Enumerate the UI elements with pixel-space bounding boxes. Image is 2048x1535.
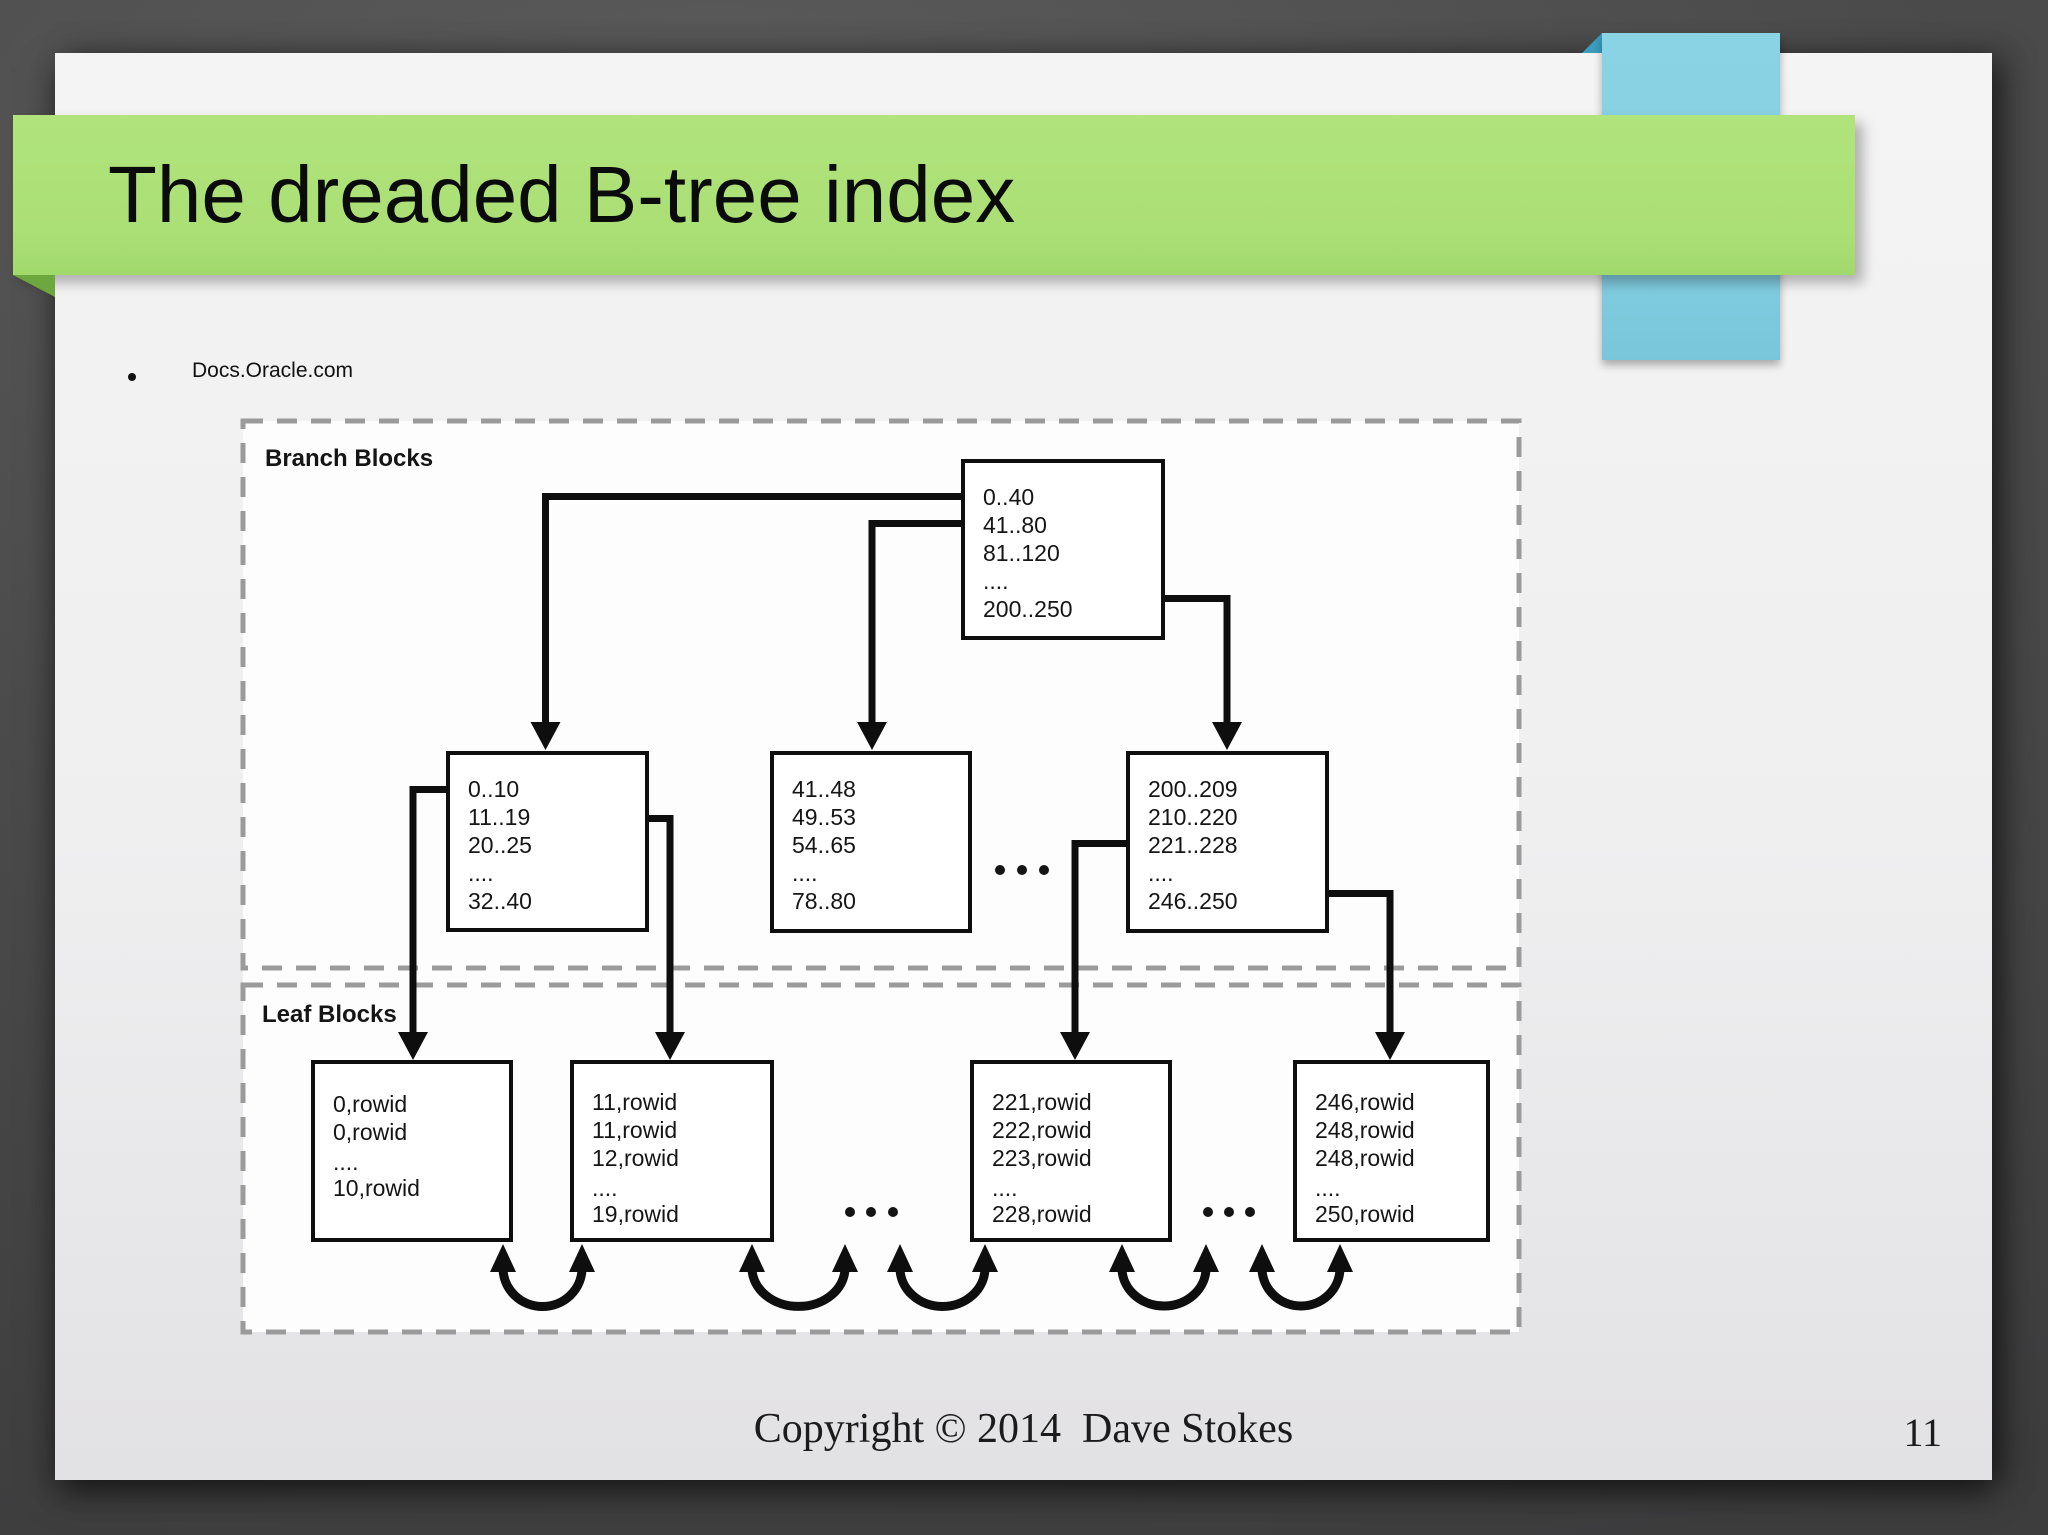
arrow-down-icon bbox=[1060, 1032, 1090, 1060]
node-root: 0..40 41..80 81..120 .... 200..250 bbox=[961, 459, 1165, 640]
node-branch3-line: .... bbox=[1148, 860, 1174, 886]
node-branch3-line: 210..220 bbox=[1148, 804, 1238, 830]
leaf-blocks-region bbox=[240, 982, 1522, 1335]
node-leaf2: 11,rowid 11,rowid 12,rowid .... 19,rowid bbox=[570, 1060, 774, 1242]
node-branch1-line: 0..10 bbox=[468, 776, 519, 802]
arrow-down-icon bbox=[398, 1032, 428, 1060]
node-leaf2-line: .... bbox=[592, 1175, 618, 1201]
connector-branch1-leaf1 bbox=[409, 786, 448, 1036]
node-branch3-line: 246..250 bbox=[1148, 888, 1238, 914]
page-number: 11 bbox=[1903, 1410, 1942, 1455]
leaf-link-arc-icon bbox=[1109, 1244, 1219, 1311]
slide: The dreaded B-tree index Docs.Oracle.com… bbox=[13, 33, 1992, 1480]
leaf-ellipsis-icon bbox=[1203, 1207, 1255, 1217]
node-root-line: 200..250 bbox=[983, 596, 1073, 622]
connector-root-branch1 bbox=[542, 493, 963, 727]
node-leaf4-line: .... bbox=[1315, 1175, 1341, 1201]
btree-diagram: Branch Blocks Leaf Blocks 0..40 41..80 bbox=[240, 418, 1522, 1335]
node-leaf1-line: 0,rowid bbox=[333, 1091, 407, 1117]
node-leaf4-line: 250,rowid bbox=[1315, 1201, 1415, 1227]
banner-fold-icon bbox=[13, 275, 55, 297]
node-branch2-line: .... bbox=[792, 860, 818, 886]
node-leaf3-line: 222,rowid bbox=[992, 1117, 1092, 1143]
leaf-link-arc-icon bbox=[1249, 1244, 1353, 1311]
node-root-line: 41..80 bbox=[983, 512, 1047, 538]
leaf-ellipsis-icon bbox=[845, 1207, 898, 1217]
branch-blocks-label: Branch Blocks bbox=[265, 445, 433, 472]
node-branch3-line: 221..228 bbox=[1148, 832, 1238, 858]
branch-ellipsis-icon bbox=[995, 865, 1049, 875]
node-leaf3-line: 221,rowid bbox=[992, 1089, 1092, 1115]
leaf-link-arc-icon bbox=[887, 1244, 998, 1311]
node-branch1-line: 32..40 bbox=[468, 888, 532, 914]
node-leaf2-line: 12,rowid bbox=[592, 1145, 679, 1171]
node-branch3-line: 200..209 bbox=[1148, 776, 1238, 802]
bullet-icon bbox=[128, 373, 136, 381]
node-leaf3-line: 228,rowid bbox=[992, 1201, 1092, 1227]
slide-title: The dreaded B-tree index bbox=[108, 150, 1016, 239]
node-leaf4-line: 248,rowid bbox=[1315, 1145, 1415, 1171]
node-root-line: 81..120 bbox=[983, 540, 1060, 566]
leaf-link-arc-icon bbox=[490, 1244, 595, 1311]
node-leaf1-line: .... bbox=[333, 1149, 359, 1175]
arrow-down-icon bbox=[530, 722, 561, 750]
arrow-down-icon bbox=[1212, 722, 1242, 750]
bullet-source-text: Docs.Oracle.com bbox=[192, 359, 354, 382]
node-leaf4-line: 246,rowid bbox=[1315, 1089, 1415, 1115]
connector-branch3-leaf3 bbox=[1071, 840, 1128, 1036]
leaf-link-arc-icon bbox=[739, 1244, 858, 1311]
node-branch2-line: 49..53 bbox=[792, 804, 856, 830]
node-leaf2-line: 19,rowid bbox=[592, 1201, 679, 1227]
footer-copyright: Copyright © 2014 Dave Stokes bbox=[753, 1406, 1294, 1452]
connector-root-branch3 bbox=[1163, 595, 1231, 727]
node-branch1-line: .... bbox=[468, 860, 494, 886]
node-leaf1-line: 0,rowid bbox=[333, 1119, 407, 1145]
title-banner: The dreaded B-tree index bbox=[13, 115, 1855, 275]
node-branch1: 0..10 11..19 20..25 .... 32..40 bbox=[446, 751, 649, 932]
connector-root-branch2 bbox=[868, 520, 963, 727]
node-leaf4: 246,rowid 248,rowid 248,rowid .... 250,r… bbox=[1293, 1060, 1490, 1242]
node-root-line: 0..40 bbox=[983, 484, 1034, 510]
node-leaf2-line: 11,rowid bbox=[592, 1089, 677, 1115]
node-leaf1-line: 10,rowid bbox=[333, 1175, 420, 1201]
node-leaf3: 221,rowid 222,rowid 223,rowid .... 228,r… bbox=[970, 1060, 1172, 1242]
node-branch1-line: 20..25 bbox=[468, 832, 532, 858]
connector-branch3-leaf4 bbox=[1327, 890, 1394, 1036]
node-leaf3-line: .... bbox=[992, 1175, 1018, 1201]
arrow-down-icon bbox=[1375, 1032, 1405, 1060]
node-leaf4-line: 248,rowid bbox=[1315, 1117, 1415, 1143]
node-branch2-line: 78..80 bbox=[792, 888, 856, 914]
arrow-down-icon bbox=[857, 722, 887, 750]
node-branch2: 41..48 49..53 54..65 .... 78..80 bbox=[770, 751, 972, 933]
node-leaf2-line: 11,rowid bbox=[592, 1117, 677, 1143]
node-branch1-line: 11..19 bbox=[468, 804, 530, 830]
branch-blocks-region bbox=[240, 418, 1522, 971]
ribbon-fold-icon bbox=[1582, 33, 1602, 53]
leaf-blocks-label: Leaf Blocks bbox=[262, 1001, 397, 1028]
node-branch3: 200..209 210..220 221..228 .... 246..250 bbox=[1126, 751, 1329, 933]
node-leaf1: 0,rowid 0,rowid .... 10,rowid bbox=[311, 1060, 513, 1242]
node-branch2-line: 41..48 bbox=[792, 776, 856, 802]
node-root-line: .... bbox=[983, 568, 1009, 594]
connector-branch1-leaf2 bbox=[647, 815, 674, 1036]
node-leaf3-line: 223,rowid bbox=[992, 1145, 1092, 1171]
node-branch2-line: 54..65 bbox=[792, 832, 856, 858]
arrow-down-icon bbox=[655, 1032, 685, 1060]
